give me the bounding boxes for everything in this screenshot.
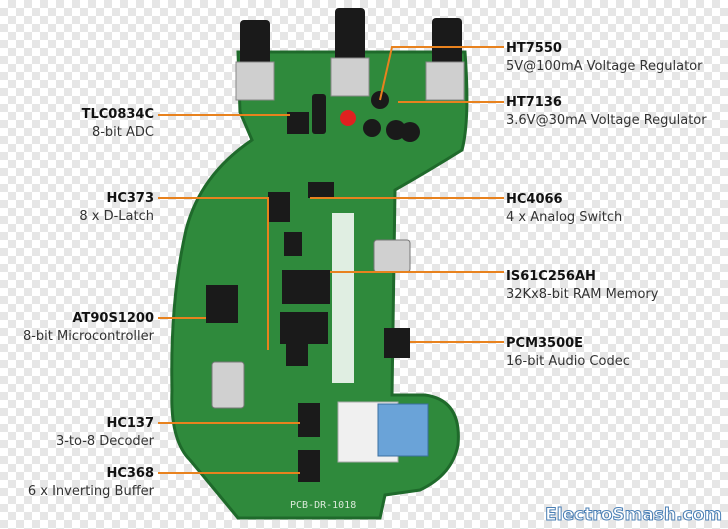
part-name: PCM3500E [506,336,584,351]
part-name: HC368 [106,466,154,481]
label-tlc0834c: TLC0834C 8-bit ADC [82,106,154,142]
part-description: 3-to-8 Decoder [55,434,154,449]
part-name: HC4066 [506,192,563,207]
part-name: HT7550 [506,41,562,56]
ic-chips [206,94,410,482]
watermark-part3: .com [676,505,723,526]
label-ht7550: HT7550 5V@100mA Voltage Regulator [506,40,702,76]
watermark-part1: Electro [545,505,613,526]
label-hc137: HC137 3-to-8 Decoder [56,415,154,451]
part-description: 5V@100mA Voltage Regulator [506,59,703,74]
part-description: 8-bit Microcontroller [22,329,154,344]
part-description: 8 x D-Latch [79,209,154,224]
part-name: TLC0834C [81,107,154,122]
part-name: HC137 [106,416,154,431]
crystal-right [373,239,411,273]
crystal-left [211,361,245,409]
watermark-part2: Smash [612,505,677,526]
pcb-silkscreen: PCB-DR-1018 [290,500,356,511]
regulators-capacitors [340,91,420,142]
part-description: 4 x Analog Switch [506,210,623,225]
label-pcm3500e: PCM3500E 16-bit Audio Codec [506,335,630,371]
part-description: 32Kx8-bit RAM Memory [506,287,659,302]
label-at90s1200: AT90S1200 8-bit Microcontroller [23,310,154,346]
part-description: 3.6V@30mA Voltage Regulator [506,113,707,128]
part-name: HC373 [106,191,154,206]
label-hc373: HC373 8 x D-Latch [79,190,154,226]
part-description: 16-bit Audio Codec [506,354,630,369]
watermark-logo: ElectroSmash.com [545,505,723,526]
part-name: AT90S1200 [72,311,154,326]
label-hc368: HC368 6 x Inverting Buffer [28,465,154,501]
part-name: HT7136 [506,95,562,110]
part-description: 8-bit ADC [91,125,154,140]
label-ht7136: HT7136 3.6V@30mA Voltage Regulator [506,94,707,130]
leader-lines [158,46,504,474]
part-name: IS61C256AH [506,269,596,284]
label-hc4066: HC4066 4 x Analog Switch [506,191,622,227]
pcb-slot [332,213,354,383]
connector-blue [377,403,429,457]
part-description: 6 x Inverting Buffer [27,484,154,499]
label-is61c256ah: IS61C256AH 32Kx8-bit RAM Memory [506,268,658,304]
potentiometers [235,8,465,101]
